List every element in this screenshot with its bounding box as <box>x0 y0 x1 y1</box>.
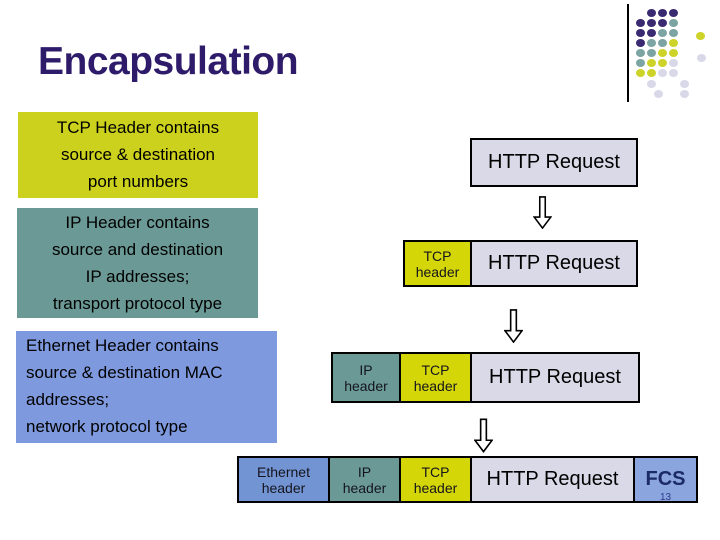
ip-header-cell: IP header <box>331 352 401 403</box>
page-number: 13 <box>660 492 672 503</box>
ip-header-label: header <box>342 479 387 496</box>
ip-header-cell: IP header <box>328 456 401 503</box>
tcp-header-label: header <box>415 263 460 280</box>
stack-row-4: Ethernet header IP header TCP header HTT… <box>237 456 698 503</box>
ip-header-label: header <box>344 377 388 394</box>
tcp-header-label: TCP <box>421 463 450 480</box>
lavender-dot <box>697 54 706 62</box>
tcp-header-cell: TCP header <box>399 352 472 403</box>
purple-dot <box>669 9 678 17</box>
http-request-label: HTTP Request <box>489 366 621 388</box>
teal-dot <box>636 49 645 57</box>
stack-row-1: HTTP Request <box>470 138 638 187</box>
lavender-dot <box>680 90 689 98</box>
tcp-header-cell: TCP header <box>399 456 472 503</box>
yellow-dot <box>658 59 667 67</box>
callout-line: network protocol type <box>26 417 188 436</box>
callout-line: port numbers <box>87 172 189 191</box>
purple-dot <box>636 29 645 37</box>
slide-title: Encapsulation <box>38 40 299 83</box>
teal-dot <box>669 29 678 37</box>
ethernet-header-label: header <box>261 479 306 496</box>
callout-line: IP Header contains <box>65 213 210 232</box>
ip-header-label: IP <box>359 361 373 378</box>
down-arrow-icon <box>504 309 523 343</box>
yellow-dot <box>636 69 645 77</box>
purple-dot <box>647 29 656 37</box>
tcp-header-label: TCP <box>421 361 450 378</box>
lavender-dot <box>658 69 667 77</box>
http-request-cell: HTTP Request <box>470 352 640 403</box>
teal-dot <box>658 39 667 47</box>
purple-dot <box>636 39 645 47</box>
ip-header-label: IP <box>357 463 372 480</box>
tcp-header-label: header <box>413 479 458 496</box>
lavender-dot <box>647 80 656 88</box>
http-request-label: HTTP Request <box>486 468 619 490</box>
yellow-dot <box>669 49 678 57</box>
lavender-dot <box>654 90 663 98</box>
callout-ip-header: IP Header contains source and destinatio… <box>17 208 258 318</box>
callout-line: transport protocol type <box>52 294 223 313</box>
teal-dot <box>647 39 656 47</box>
teal-dot <box>669 19 678 27</box>
callout-line: source and destination <box>51 240 224 259</box>
yellow-dot <box>647 69 656 77</box>
down-arrow-icon <box>533 196 552 229</box>
stack-row-3: IP header TCP header HTTP Request <box>331 352 640 403</box>
tcp-header-label: header <box>413 377 458 394</box>
decoration-vertical-line <box>627 4 629 102</box>
tcp-header-cell: TCP header <box>403 240 472 287</box>
http-request-cell: HTTP Request <box>470 240 638 287</box>
stack-row-2: TCP header HTTP Request <box>403 240 638 287</box>
purple-dot <box>658 19 667 27</box>
lavender-dot <box>680 80 689 88</box>
yellow-dot <box>696 32 705 40</box>
callout-line: source & destination <box>60 145 216 164</box>
callout-line: addresses; <box>26 390 110 409</box>
http-request-cell: HTTP Request <box>470 456 635 503</box>
callout-line: TCP Header contains <box>56 118 220 137</box>
purple-dot <box>658 9 667 17</box>
callout-line: source & destination MAC <box>26 363 223 382</box>
yellow-dot <box>658 49 667 57</box>
callout-tcp-header: TCP Header contains source & destination… <box>18 112 258 198</box>
purple-dot <box>647 9 656 17</box>
callout-line: Ethernet Header contains <box>26 336 219 355</box>
http-request-label: HTTP Request <box>488 252 620 274</box>
fcs-cell: FCS <box>633 456 698 503</box>
callout-line: IP addresses; <box>85 267 190 286</box>
ethernet-header-cell: Ethernet header <box>237 456 330 503</box>
lavender-dot <box>669 59 678 67</box>
tcp-header-label: TCP <box>423 247 452 264</box>
teal-dot <box>647 49 656 57</box>
callout-ethernet-header: Ethernet Header contains source & destin… <box>16 331 277 443</box>
yellow-dot <box>647 59 656 67</box>
purple-dot <box>636 19 645 27</box>
ethernet-header-label: Ethernet <box>257 463 310 480</box>
down-arrow-icon <box>474 418 493 453</box>
lavender-dot <box>669 69 678 77</box>
teal-dot <box>636 59 645 67</box>
purple-dot <box>647 19 656 27</box>
http-request-label: HTTP Request <box>488 151 620 173</box>
fcs-label: FCS <box>645 468 686 490</box>
yellow-dot <box>669 39 678 47</box>
teal-dot <box>658 29 667 37</box>
http-request-cell: HTTP Request <box>470 138 638 187</box>
